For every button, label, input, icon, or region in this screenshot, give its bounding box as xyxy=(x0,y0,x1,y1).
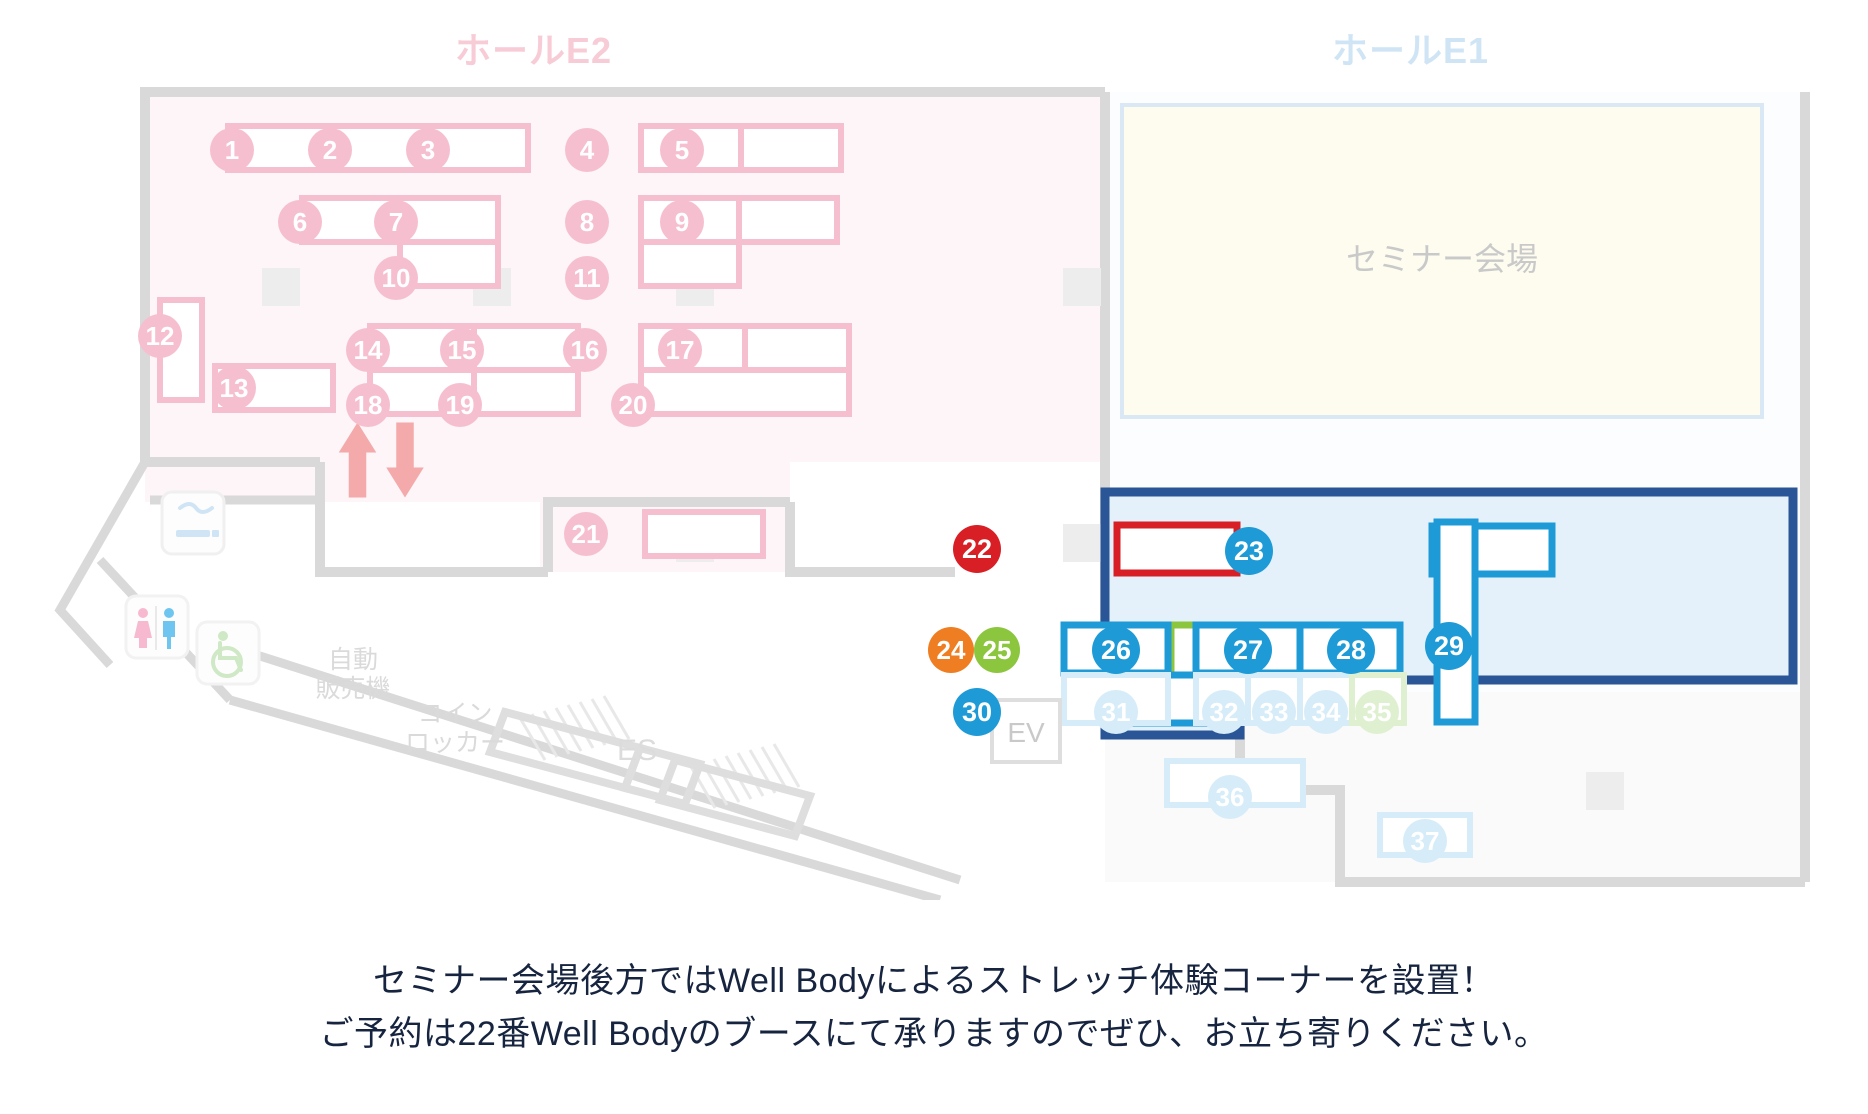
booth-number-30[interactable]: 30 xyxy=(953,688,1001,736)
booth-number-22[interactable]: 22 xyxy=(953,525,1001,573)
booth-number-12[interactable]: 12 xyxy=(138,314,182,358)
booth-number-33[interactable]: 33 xyxy=(1252,690,1296,734)
escalator-outlines xyxy=(484,707,816,841)
restroom-icon xyxy=(124,594,190,660)
hall-e1-title: ホールE1 xyxy=(1332,30,1490,71)
booth-number-28[interactable]: 28 xyxy=(1327,626,1375,674)
booth-number-26[interactable]: 26 xyxy=(1092,626,1140,674)
booth-number-18[interactable]: 18 xyxy=(346,383,390,427)
booth-number-14[interactable]: 14 xyxy=(346,328,390,372)
booth-number-7[interactable]: 7 xyxy=(374,200,418,244)
booth-number-10[interactable]: 10 xyxy=(374,256,418,300)
booth-number-15[interactable]: 15 xyxy=(440,328,484,372)
seminar-room xyxy=(1120,103,1764,419)
booth-22-outline xyxy=(1113,521,1241,577)
smoking-area-icon xyxy=(160,490,226,556)
up-down-arrow-icon xyxy=(338,422,424,498)
booth-number-8[interactable]: 8 xyxy=(565,200,609,244)
booth-number-32[interactable]: 32 xyxy=(1202,690,1246,734)
booth-number-31[interactable]: 31 xyxy=(1094,690,1138,734)
caption-line-2: ご予約は22番Well Bodyのブースにて承りますのでぜひ、お立ち寄りください… xyxy=(319,1014,1549,1053)
booth-number-27[interactable]: 27 xyxy=(1224,626,1272,674)
booth-number-25[interactable]: 25 xyxy=(974,627,1020,673)
seminar-room-label: セミナー会場 xyxy=(1346,241,1538,277)
booth-number-23[interactable]: 23 xyxy=(1225,527,1273,575)
booth-number-21[interactable]: 21 xyxy=(564,512,608,556)
booth-number-17[interactable]: 17 xyxy=(658,328,702,372)
booth-number-34[interactable]: 34 xyxy=(1304,690,1348,734)
booth-number-19[interactable]: 19 xyxy=(438,383,482,427)
booth-number-37[interactable]: 37 xyxy=(1403,819,1447,863)
caption-line-1: セミナー会場後方ではWell Bodyによるストレッチ体験コーナーを設置！ xyxy=(373,962,1495,1000)
booth-number-20[interactable]: 20 xyxy=(611,383,655,427)
booth-number-24[interactable]: 24 xyxy=(928,627,974,673)
hall-e2-title: ホールE2 xyxy=(455,30,613,71)
booth-number-6[interactable]: 6 xyxy=(278,200,322,244)
booth-number-13[interactable]: 13 xyxy=(212,366,256,410)
elevator-box xyxy=(990,698,1062,764)
booth-number-11[interactable]: 11 xyxy=(565,256,609,300)
booth-number-36[interactable]: 36 xyxy=(1208,775,1252,819)
booth-number-35[interactable]: 35 xyxy=(1355,690,1399,734)
booth-number-16[interactable]: 16 xyxy=(563,328,607,372)
booth-number-3[interactable]: 3 xyxy=(406,128,450,172)
exhibition-floor-map: セミナー会場 xyxy=(54,87,1810,900)
wheelchair-accessible-icon xyxy=(195,620,261,686)
caption-block: セミナー会場後方ではWell Bodyによるストレッチ体験コーナーを設置！ ご予… xyxy=(0,955,1868,1060)
booth-number-1[interactable]: 1 xyxy=(210,128,254,172)
booth-number-29[interactable]: 29 xyxy=(1425,622,1473,670)
booth-number-4[interactable]: 4 xyxy=(565,128,609,172)
booth-number-5[interactable]: 5 xyxy=(660,128,704,172)
booth-number-9[interactable]: 9 xyxy=(660,200,704,244)
booth-number-2[interactable]: 2 xyxy=(308,128,352,172)
